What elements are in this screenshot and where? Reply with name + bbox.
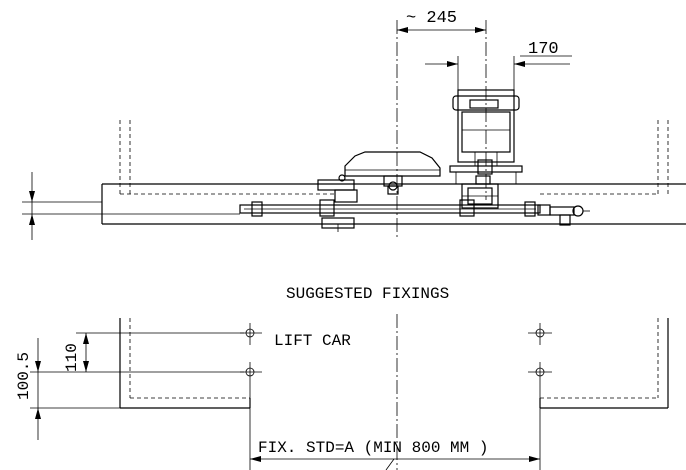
dimension-110-label: 110 bbox=[63, 343, 81, 372]
fixing-hole-left-upper bbox=[240, 323, 262, 345]
dimension-fixing-std: FIX. STD=A (MIN 800 MM ) bbox=[249, 384, 541, 470]
fixing-hole-left-lower bbox=[240, 362, 262, 384]
fixing-hole-right-lower bbox=[528, 362, 552, 384]
operator-housing bbox=[344, 151, 441, 195]
dimension-100-5-label: 100.5 bbox=[15, 352, 33, 400]
dimension-110: 110 bbox=[63, 332, 244, 373]
left-bracket bbox=[317, 174, 358, 232]
right-wall-top bbox=[540, 120, 669, 195]
right-car-wall bbox=[539, 318, 669, 409]
drive-pulley bbox=[461, 175, 499, 209]
left-car-wall bbox=[119, 318, 251, 409]
dimension-170-label: 170 bbox=[528, 40, 559, 59]
dimension-100-5: 100.5 bbox=[15, 338, 120, 440]
dimension-top-left-vertical bbox=[29, 172, 35, 240]
section-title: SUGGESTED FIXINGS bbox=[286, 285, 449, 303]
left-wall-top bbox=[119, 120, 336, 195]
door-track bbox=[239, 199, 541, 217]
lift-car-label: LIFT CAR bbox=[274, 332, 351, 350]
fixing-hole-right-upper bbox=[528, 323, 552, 345]
fixing-std-label: FIX. STD=A (MIN 800 MM ) bbox=[258, 439, 488, 457]
dimension-170: 170 bbox=[425, 40, 572, 90]
dimension-245: ~ 245 bbox=[397, 9, 486, 33]
dimension-245-label: ~ 245 bbox=[406, 9, 457, 28]
header-plate bbox=[22, 183, 686, 225]
right-stop bbox=[537, 204, 590, 226]
